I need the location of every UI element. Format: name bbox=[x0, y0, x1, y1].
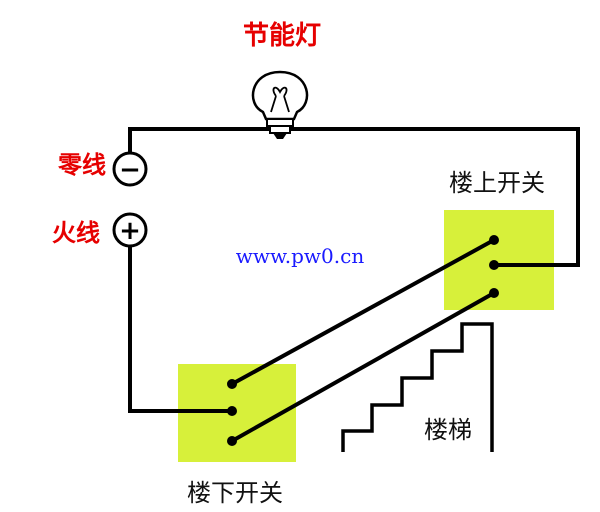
stairs-label: 楼梯 bbox=[424, 416, 472, 444]
traveler-wire-2 bbox=[229, 290, 497, 444]
downstairs-terminal-common bbox=[227, 406, 237, 416]
live-wire bbox=[128, 244, 232, 413]
staircase-icon bbox=[341, 322, 494, 452]
neutral-terminal-symbol: − bbox=[119, 155, 141, 185]
upstairs-switch-label: 楼上开关 bbox=[449, 169, 545, 197]
live-label: 火线 bbox=[52, 219, 100, 247]
traveler-wire-1 bbox=[229, 237, 497, 387]
live-terminal-symbol: + bbox=[119, 216, 141, 246]
upstairs-switch-box bbox=[444, 210, 554, 310]
live-terminal: + bbox=[112, 212, 148, 248]
neutral-label: 零线 bbox=[57, 151, 106, 179]
downstairs-terminal-2 bbox=[227, 436, 237, 446]
downstairs-terminal-1 bbox=[227, 379, 237, 389]
bulb-to-upstairs-wire bbox=[288, 127, 580, 267]
neutral-terminal: − bbox=[112, 151, 148, 187]
watermark-text: www.pw0.cn bbox=[236, 244, 365, 268]
upstairs-terminal-1 bbox=[489, 235, 499, 245]
lamp-label: 节能灯 bbox=[243, 20, 321, 51]
terminal-dots bbox=[227, 235, 499, 446]
light-bulb-icon bbox=[251, 70, 309, 139]
wires bbox=[128, 127, 580, 444]
upstairs-terminal-common bbox=[489, 260, 499, 270]
neutral-wire bbox=[128, 127, 272, 154]
upstairs-terminal-2 bbox=[489, 288, 499, 298]
downstairs-switch-label: 楼下开关 bbox=[187, 479, 283, 507]
